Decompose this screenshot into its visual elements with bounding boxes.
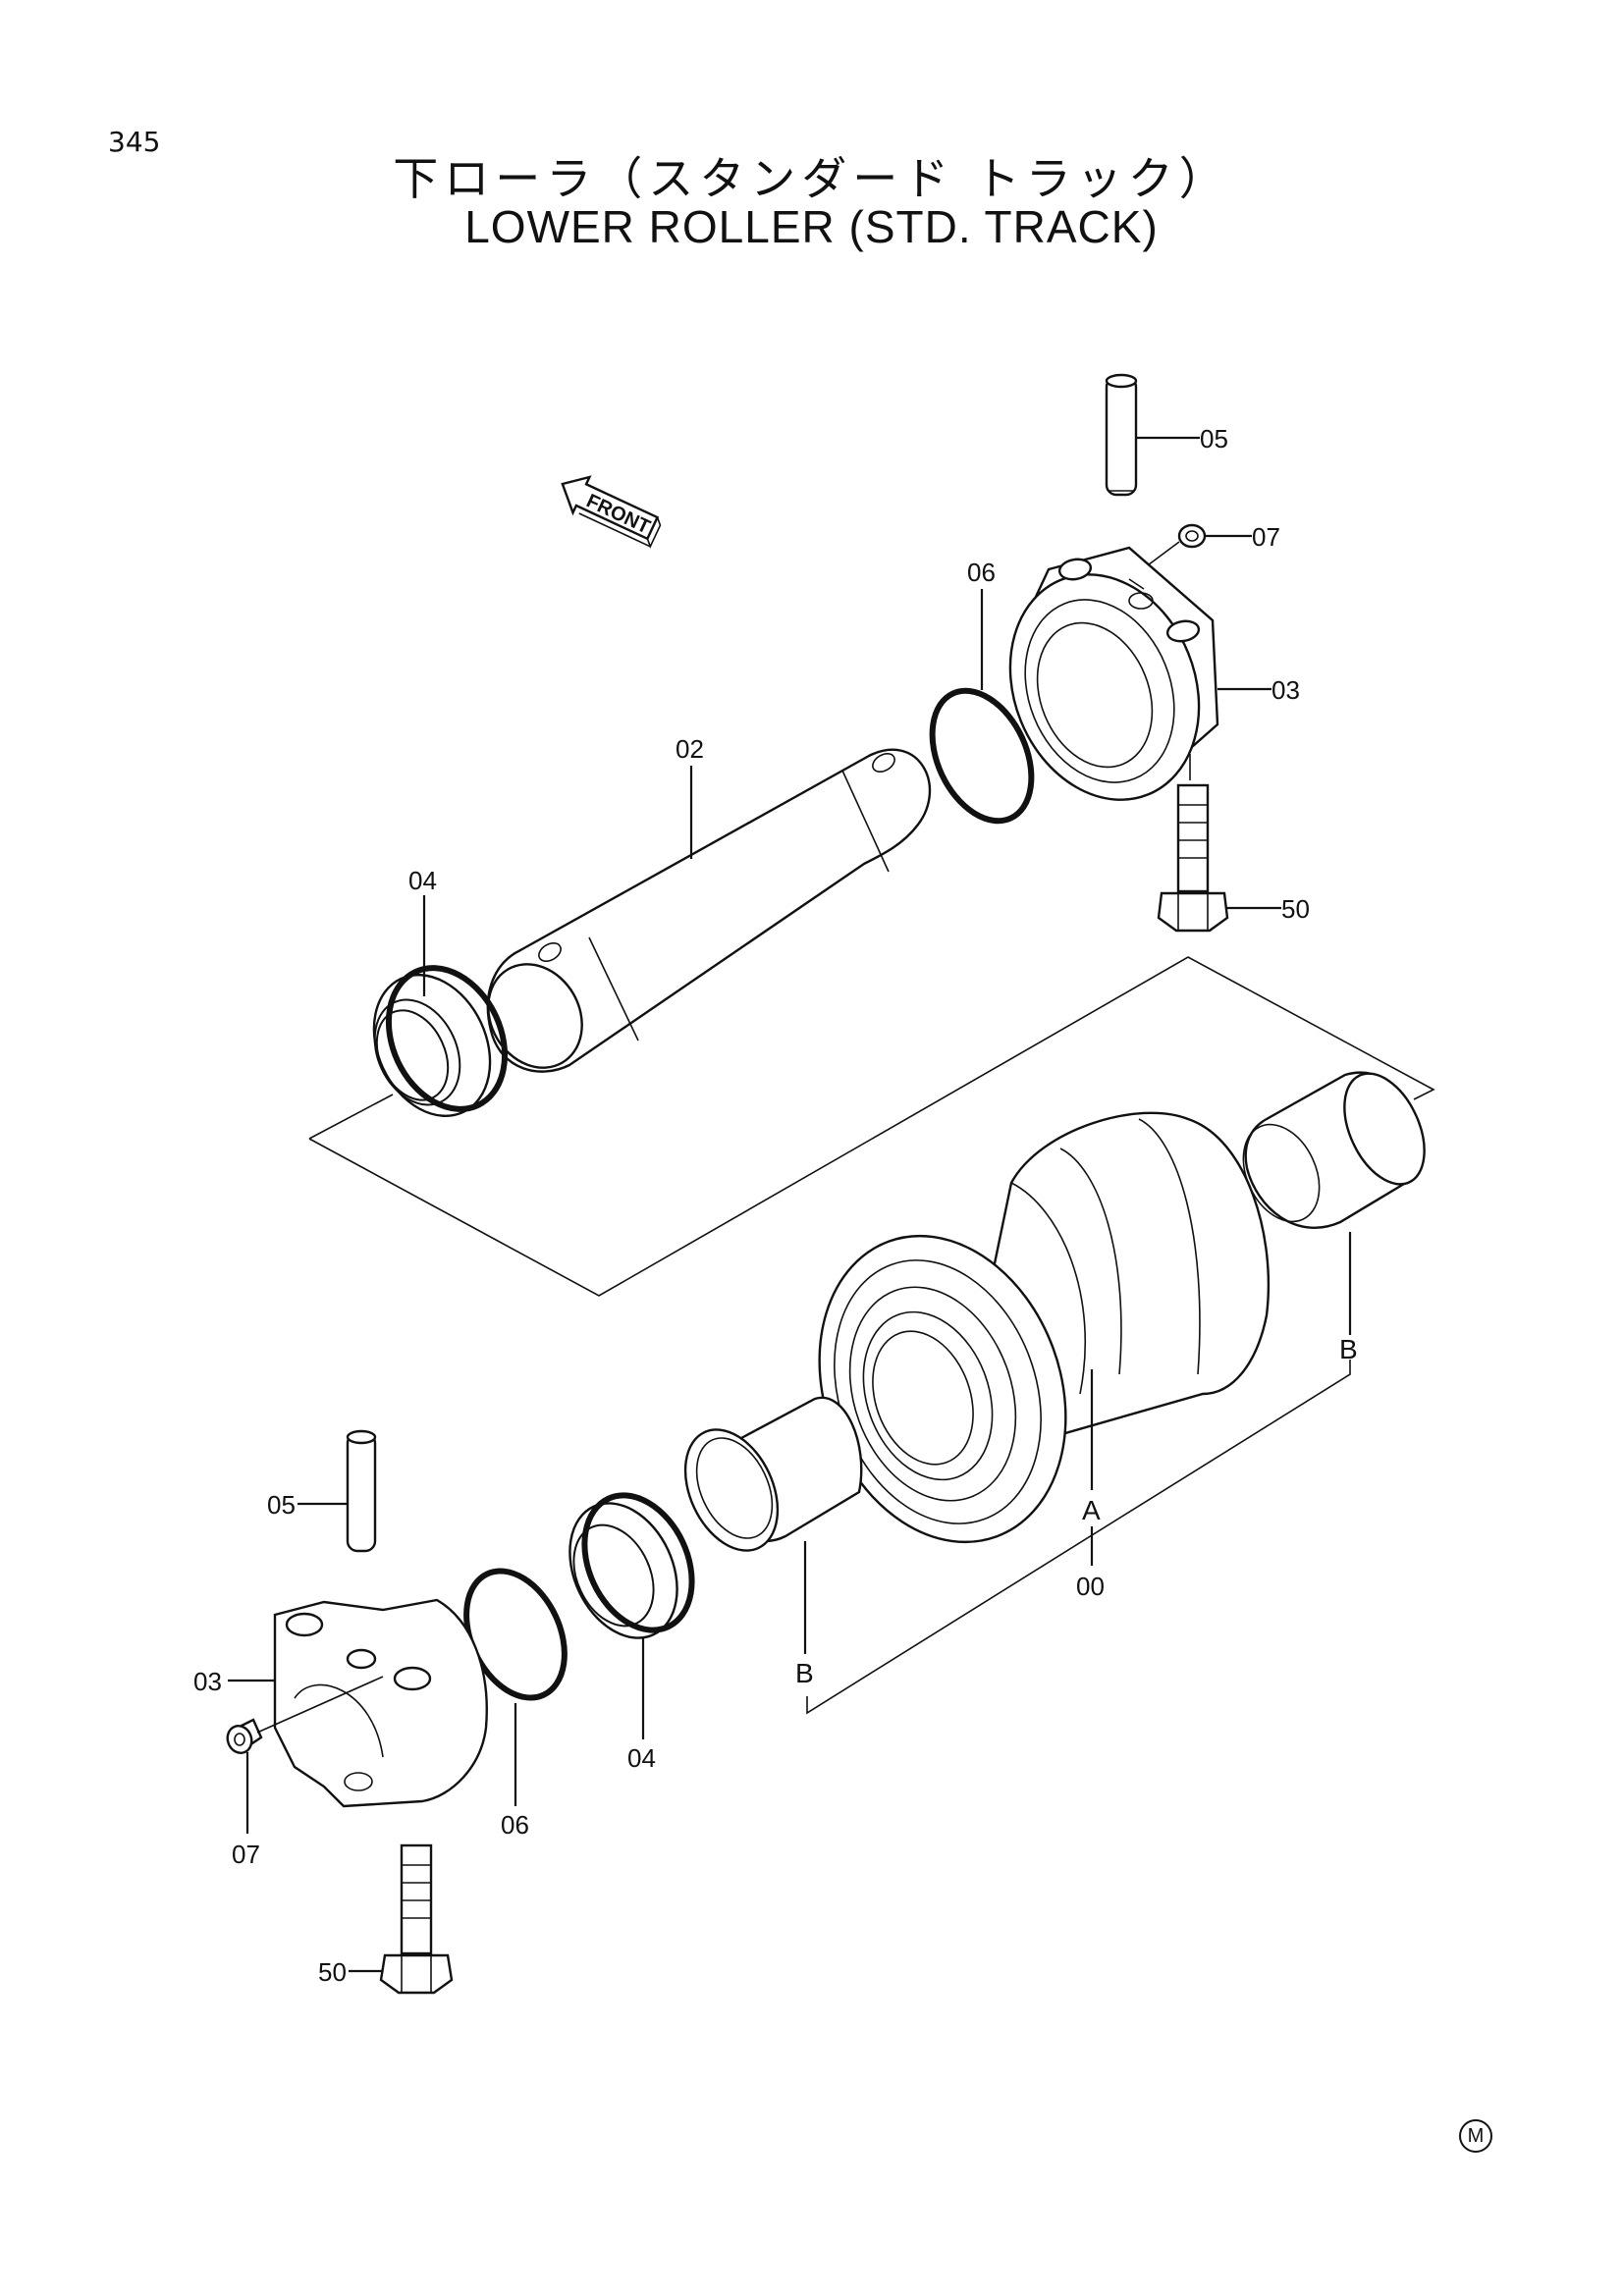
callout-A: A	[1082, 1495, 1101, 1525]
part-07-fitting-top	[1177, 523, 1207, 549]
bushing-left	[683, 1396, 863, 1552]
callout-06-top: 06	[967, 558, 996, 587]
page-title-english: LOWER ROLLER (STD. TRACK)	[464, 201, 1159, 252]
callout-02: 02	[676, 734, 704, 764]
part-05-pin-top	[1105, 373, 1138, 497]
part-00-roller	[818, 1111, 1271, 1544]
callout-05-top: 05	[1200, 424, 1228, 454]
assembly-bracket-top	[308, 956, 1435, 1297]
front-direction-arrow: FRONT	[561, 475, 662, 549]
part-06-oring-top	[929, 687, 1035, 825]
callout-50-top: 50	[1281, 894, 1310, 924]
corner-circled-mark: M	[1459, 2119, 1492, 2153]
page-title-japanese: 下ローラ（スタンダード トラック）	[393, 152, 1230, 205]
callout-04-top: 04	[408, 866, 437, 895]
assembly-bracket-bottom	[806, 1360, 1351, 1715]
part-04-seal-top	[372, 965, 509, 1118]
callout-04-bottom: 04	[627, 1743, 656, 1773]
bushing-right	[1242, 1071, 1426, 1229]
callout-03-bottom: 03	[193, 1667, 222, 1696]
part-50-bolt-bottom	[379, 1843, 454, 1995]
callout-00: 00	[1076, 1572, 1105, 1601]
callout-07-bottom: 07	[232, 1840, 260, 1869]
callout-50-bottom: 50	[318, 1957, 347, 1987]
callout-07-top: 07	[1252, 522, 1280, 552]
page-number: 345	[108, 126, 161, 158]
part-02-shaft	[486, 748, 932, 1073]
part-50-bolt-top	[1157, 783, 1229, 933]
callout-03-top: 03	[1271, 675, 1300, 705]
callout-B-left: B	[795, 1658, 814, 1688]
part-04-seal-bottom	[568, 1492, 695, 1639]
part-03-bracket-top	[1008, 546, 1219, 801]
callout-05-bottom: 05	[267, 1490, 296, 1520]
part-05-pin-bottom	[346, 1429, 377, 1553]
part-07-fitting-bottom	[226, 1718, 263, 1754]
callout-06-bottom: 06	[501, 1810, 529, 1840]
callout-B-right: B	[1339, 1334, 1358, 1364]
part-03-bracket-bottom	[273, 1598, 488, 1808]
